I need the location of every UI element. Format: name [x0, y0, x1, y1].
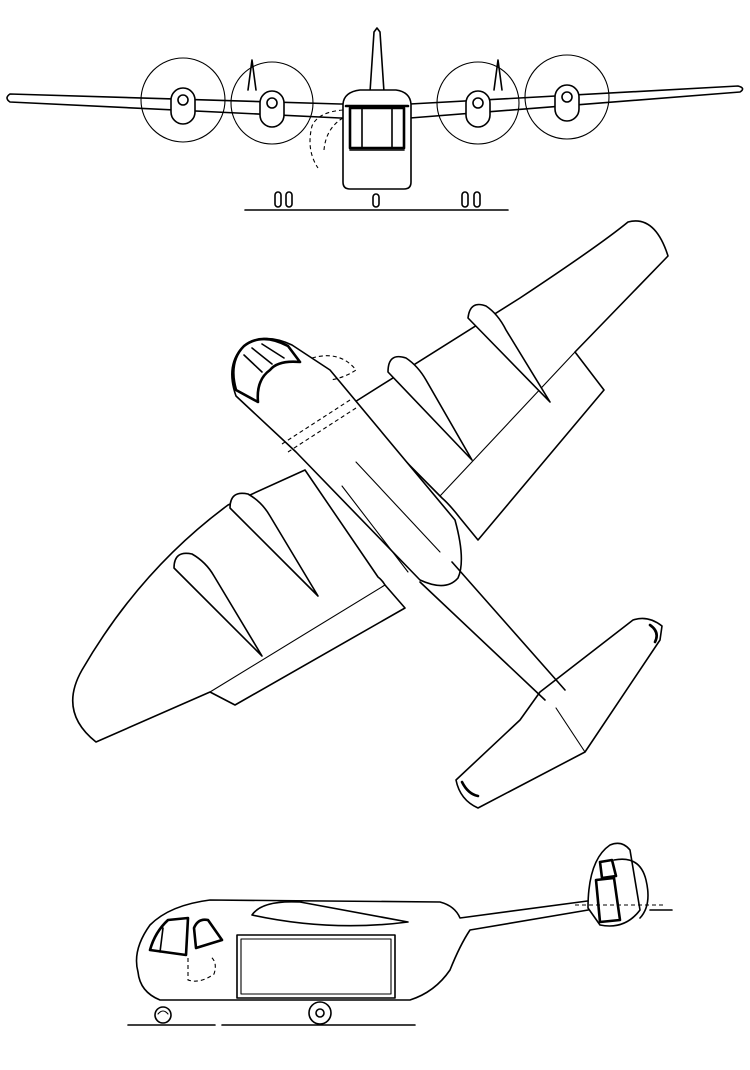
plan-cockpit [232, 337, 302, 404]
side-wing-fairing [251, 900, 409, 927]
plan-left-wing [71, 469, 406, 743]
front-vertical-fin [369, 27, 385, 93]
front-propeller-disc-2 [230, 61, 314, 145]
side-view [127, 842, 673, 1026]
front-landing-gear [274, 191, 481, 208]
side-cargo-door [236, 934, 396, 999]
side-cockpit-window-1 [148, 916, 190, 957]
front-wing [6, 85, 744, 119]
front-propeller-disc-4 [524, 54, 610, 140]
side-nose-wheel [154, 1006, 172, 1024]
front-view [6, 27, 744, 211]
front-fuselage [342, 89, 412, 190]
side-main-wheel [308, 1001, 332, 1025]
front-propeller-disc-1 [140, 57, 226, 143]
plan-view [71, 220, 669, 809]
plan-right-wing [349, 220, 669, 541]
plan-tail-boom [419, 561, 566, 701]
front-nacelles [170, 84, 580, 128]
plan-nacelles [173, 303, 551, 657]
front-propeller-disc-3 [436, 61, 520, 145]
side-cockpit-window-2 [192, 918, 224, 950]
